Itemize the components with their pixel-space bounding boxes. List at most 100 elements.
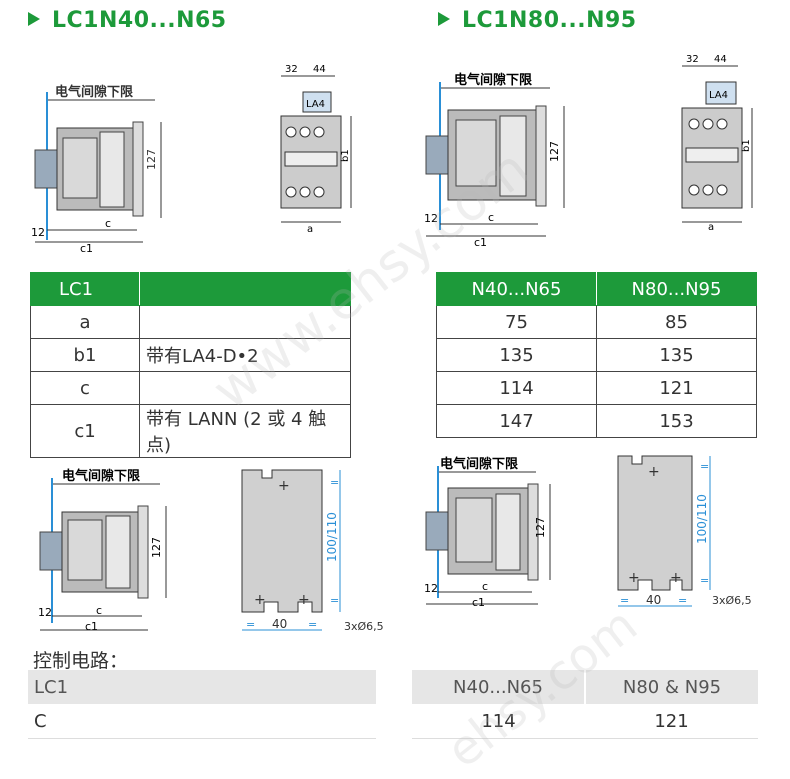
dim-12-label: 12	[424, 212, 438, 225]
dim-c1-label: c1	[472, 596, 485, 609]
control-right-value-n40: 114	[412, 704, 585, 739]
svg-text:+: +	[298, 592, 310, 608]
dim-b1-label: b1	[741, 139, 752, 152]
dim-c1-label: c1	[80, 242, 93, 255]
side-view-diagram-right: 电气间隙下限 127 c c1 12	[424, 72, 565, 247]
dim-eq-label: =	[678, 594, 687, 607]
clearance-label: 电气间隙下限	[55, 84, 134, 100]
table-cell	[139, 305, 351, 339]
table-cell: c1	[30, 404, 140, 458]
dim-12-label: 12	[38, 606, 52, 619]
dim-eq-label: =	[308, 618, 317, 631]
dim-12-label: 12	[31, 226, 45, 239]
dim-c-label: c	[482, 580, 488, 593]
table-cell: a	[30, 305, 140, 339]
dim-eq-label: =	[620, 594, 629, 607]
svg-text:+: +	[670, 570, 682, 586]
dim-c-label: c	[105, 217, 111, 230]
control-right-header-n80: N80 & N95	[584, 670, 758, 704]
table-row: 114 121	[436, 371, 757, 405]
table-row: c	[30, 371, 351, 405]
table-cell: c	[30, 371, 140, 405]
triangle-icon	[438, 12, 450, 26]
side-view-diagram-bottom-right: 电气间隙下限 127 c c1 12	[424, 456, 551, 609]
table-cell: 75	[436, 305, 597, 339]
control-table-left: LC1 C	[28, 670, 376, 739]
dim-eq-label: =	[700, 460, 709, 473]
table-row: 147 153	[436, 404, 757, 438]
table-row: 75 85	[436, 305, 757, 339]
svg-text:+: +	[254, 592, 266, 608]
table-cell: 147	[436, 404, 597, 438]
dim-c1-label: c1	[85, 620, 98, 633]
dim-eq-label: =	[330, 594, 339, 607]
table-row: 135 135	[436, 338, 757, 372]
right-table-header-n40: N40...N65	[436, 272, 597, 306]
table-cell: 85	[596, 305, 757, 339]
left-table-header-lc1: LC1	[30, 272, 140, 306]
control-left-row: C	[28, 704, 376, 739]
right-table-header-n80: N80...N95	[596, 272, 757, 306]
heading-left-text: LC1N40...N65	[52, 8, 227, 33]
table-cell: 带有 LANN (2 或 4 触点)	[139, 404, 351, 458]
svg-text:+: +	[648, 464, 660, 480]
side-view-diagram-bottom-left: 电气间隙下限 127 c c1 12	[38, 468, 167, 633]
holes-label: 3xØ6,5	[344, 620, 384, 633]
dim-eq-label: =	[330, 476, 339, 489]
mounting-plate-diagram-right: + + + = 100/110 = = 40 = 3xØ6,5	[617, 455, 752, 607]
dim-127-label: 127	[534, 517, 547, 538]
right-dimension-table: N40...N65 N80...N95 75 85 135 135 114 12…	[436, 272, 757, 438]
clearance-label: 电气间隙下限	[454, 72, 533, 88]
dim-127-label: 127	[548, 141, 561, 162]
control-right-header-n40: N40...N65	[412, 670, 585, 704]
dim-127-label: 127	[150, 537, 163, 558]
table-cell: 带有LA4-D•2	[139, 338, 351, 372]
dim-a-label: a	[307, 224, 313, 235]
table-cell: 135	[596, 338, 757, 372]
dim-127-label: 127	[145, 149, 158, 170]
la4-label: LA4	[709, 90, 728, 101]
dim-b1-label: b1	[340, 149, 351, 162]
front-view-diagram-left: 32 44 LA4 b1 a	[280, 64, 352, 235]
clearance-label: 电气间隙下限	[62, 468, 141, 484]
triangle-icon	[28, 12, 40, 26]
dim-32-label: 32	[686, 54, 699, 65]
dim-44-label: 44	[313, 64, 326, 75]
dim-a-label: a	[708, 222, 714, 232]
dim-100-110-label: 100/110	[325, 512, 339, 562]
control-title: 控制电路：	[33, 650, 129, 672]
table-cell	[139, 371, 351, 405]
mounting-plate-diagram-left: + + + = 100/110 = = 40 = 3xØ6,5	[241, 469, 384, 633]
table-row: b1 带有LA4-D•2	[30, 338, 351, 372]
control-right-value-n80: 121	[585, 704, 758, 739]
dim-40-label: 40	[646, 593, 661, 607]
clearance-label: 电气间隙下限	[440, 456, 519, 472]
heading-right-text: LC1N80...N95	[462, 8, 637, 33]
dim-c1-label: c1	[474, 236, 487, 247]
dim-100-110-label: 100/110	[695, 494, 709, 544]
table-cell: 121	[596, 371, 757, 405]
side-view-diagram-left: 电气间隙下限 127 c c1 12	[31, 84, 162, 255]
table-cell: 114	[436, 371, 597, 405]
dim-40-label: 40	[272, 617, 287, 631]
table-cell: 153	[596, 404, 757, 438]
control-table-right: N40...N65 N80 & N95 114 121	[412, 670, 758, 739]
heading-right: LC1N80...N95	[438, 8, 637, 33]
la4-label: LA4	[306, 99, 325, 110]
dim-c-label: c	[488, 211, 494, 224]
dim-12-label: 12	[424, 582, 438, 595]
dim-eq-label: =	[700, 574, 709, 587]
dim-44-label: 44	[714, 54, 727, 65]
dim-32-label: 32	[285, 64, 298, 75]
dim-eq-label: =	[246, 618, 255, 631]
svg-text:+: +	[628, 570, 640, 586]
left-dimension-table: LC1 a b1 带有LA4-D•2 c c1 带有 LANN (2 或 4 触…	[30, 272, 351, 458]
front-view-diagram-right: 32 44 LA4 b1 a	[681, 54, 753, 232]
table-cell: b1	[30, 338, 140, 372]
left-table-header-note	[139, 272, 351, 306]
control-left-header: LC1	[28, 670, 376, 704]
table-row: c1 带有 LANN (2 或 4 触点)	[30, 404, 351, 458]
holes-label: 3xØ6,5	[712, 594, 752, 607]
table-cell: 135	[436, 338, 597, 372]
dim-c-label: c	[96, 604, 102, 617]
